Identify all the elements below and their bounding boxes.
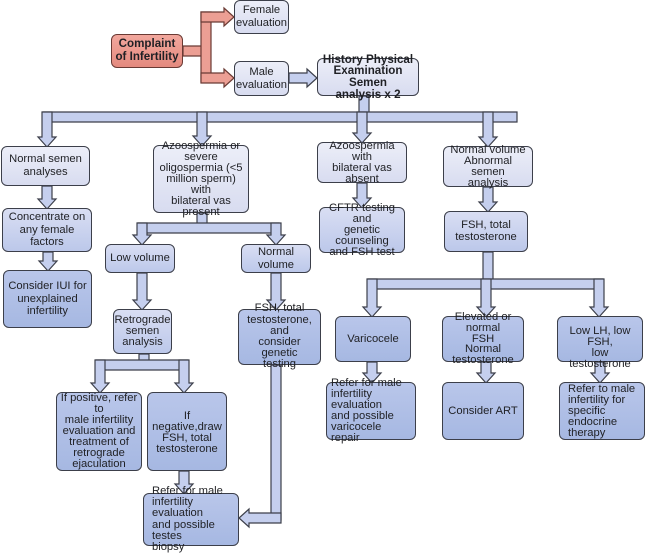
node-normal-volume-abnormal-semen: Normal volume Abnormal semen analysis	[443, 144, 533, 188]
node-elevated-normal-fsh: Elevated or normal FSH Normal testostero…	[442, 311, 524, 366]
arrow-to-cftr	[351, 182, 373, 209]
node-female-evaluation: Female evaluation	[234, 0, 289, 34]
node-concentrate-female-factors: Concentrate on any female factors	[2, 208, 92, 252]
node-cftr-testing: CFTR testing and genetic counseling and …	[319, 202, 405, 257]
node-low-volume: Low volume	[105, 244, 175, 273]
arrow-to-low-lh	[588, 278, 610, 318]
node-consider-iui: Consider IUI for unexplained infertility	[3, 270, 92, 328]
node-fsh-total-testosterone: FSH, total testosterone	[444, 211, 528, 252]
arrow-to-consider-art	[475, 361, 497, 384]
node-history-physical-exam: History Physical Examination Semen analy…	[317, 54, 419, 100]
arrow-to-elevated-fsh	[475, 278, 497, 318]
node-normal-volume: Normal volume	[241, 244, 311, 273]
arrow-fsh-genetic-down	[270, 364, 282, 521]
arrow-to-refer-endocrine	[589, 361, 611, 384]
arrow-to-low-volume	[131, 222, 153, 246]
node-male-evaluation: Male evaluation	[234, 61, 289, 96]
arrow-to-refer-biopsy-from-fsh	[238, 507, 282, 529]
arrow-to-female-evaluation	[200, 6, 235, 28]
arrow-to-varicocele	[361, 278, 383, 318]
node-low-lh-low-fsh: Low LH, low FSH, low testosterone	[557, 316, 643, 370]
node-refer-varicocele-repair: Refer for male infertility evaluation an…	[326, 377, 416, 444]
arrow-volume-branch-bar	[137, 222, 280, 234]
node-fsh-testosterone-genetic: FSH, total testosterone, and consider ge…	[238, 303, 321, 370]
node-if-positive: If positive, refer to male infertility e…	[56, 392, 142, 471]
arrow-to-male-evaluation	[200, 67, 235, 89]
node-azoospermia-or-oligospermia: Azoospermia or severe oligospermia (<5 m…	[153, 140, 249, 217]
node-azoospermia-vas-absent: Azoospermia with bilateral vas absent	[317, 140, 407, 184]
arrow-to-refer-varicocele	[361, 361, 383, 384]
arrow-to-consider-iui	[37, 251, 59, 272]
node-refer-endocrine-therapy: Refer to male infertility for specific e…	[559, 382, 645, 440]
arrow-to-retrograde	[131, 272, 153, 311]
arrow-to-azoospermia-oligo	[191, 111, 213, 147]
arrow-history-branch-bar	[42, 111, 518, 123]
arrow-male-to-history	[288, 67, 318, 89]
arrow-to-fsh-total	[477, 186, 499, 213]
node-consider-art: Consider ART	[442, 382, 524, 440]
arrow-to-normal-volume	[265, 222, 287, 246]
arrow-retrograde-branch-bar	[95, 359, 189, 371]
node-complaint-of-infertility: Complaint of Infertility	[111, 34, 183, 68]
node-retrograde-semen-analysis: Retrograde semen analysis	[113, 309, 172, 354]
node-normal-semen-analyses: Normal semen analyses	[1, 146, 90, 186]
arrow-to-fsh-genetic	[265, 272, 287, 311]
arrow-to-concentrate-female	[36, 185, 58, 210]
arrow-to-normal-vol-abnormal	[477, 111, 499, 148]
arrow-to-if-negative	[173, 359, 195, 394]
arrow-to-normal-semen	[36, 111, 58, 148]
node-refer-testes-biopsy: Refer for male infertility evaluation an…	[143, 485, 239, 553]
arrow-to-refer-biopsy	[173, 470, 195, 495]
node-varicocele: Varicocele	[335, 316, 411, 362]
node-if-negative: If negative,draw FSH, total testosterone	[147, 392, 227, 471]
arrow-to-azoospermia-absent	[351, 111, 373, 144]
arrow-to-if-positive	[89, 359, 111, 394]
